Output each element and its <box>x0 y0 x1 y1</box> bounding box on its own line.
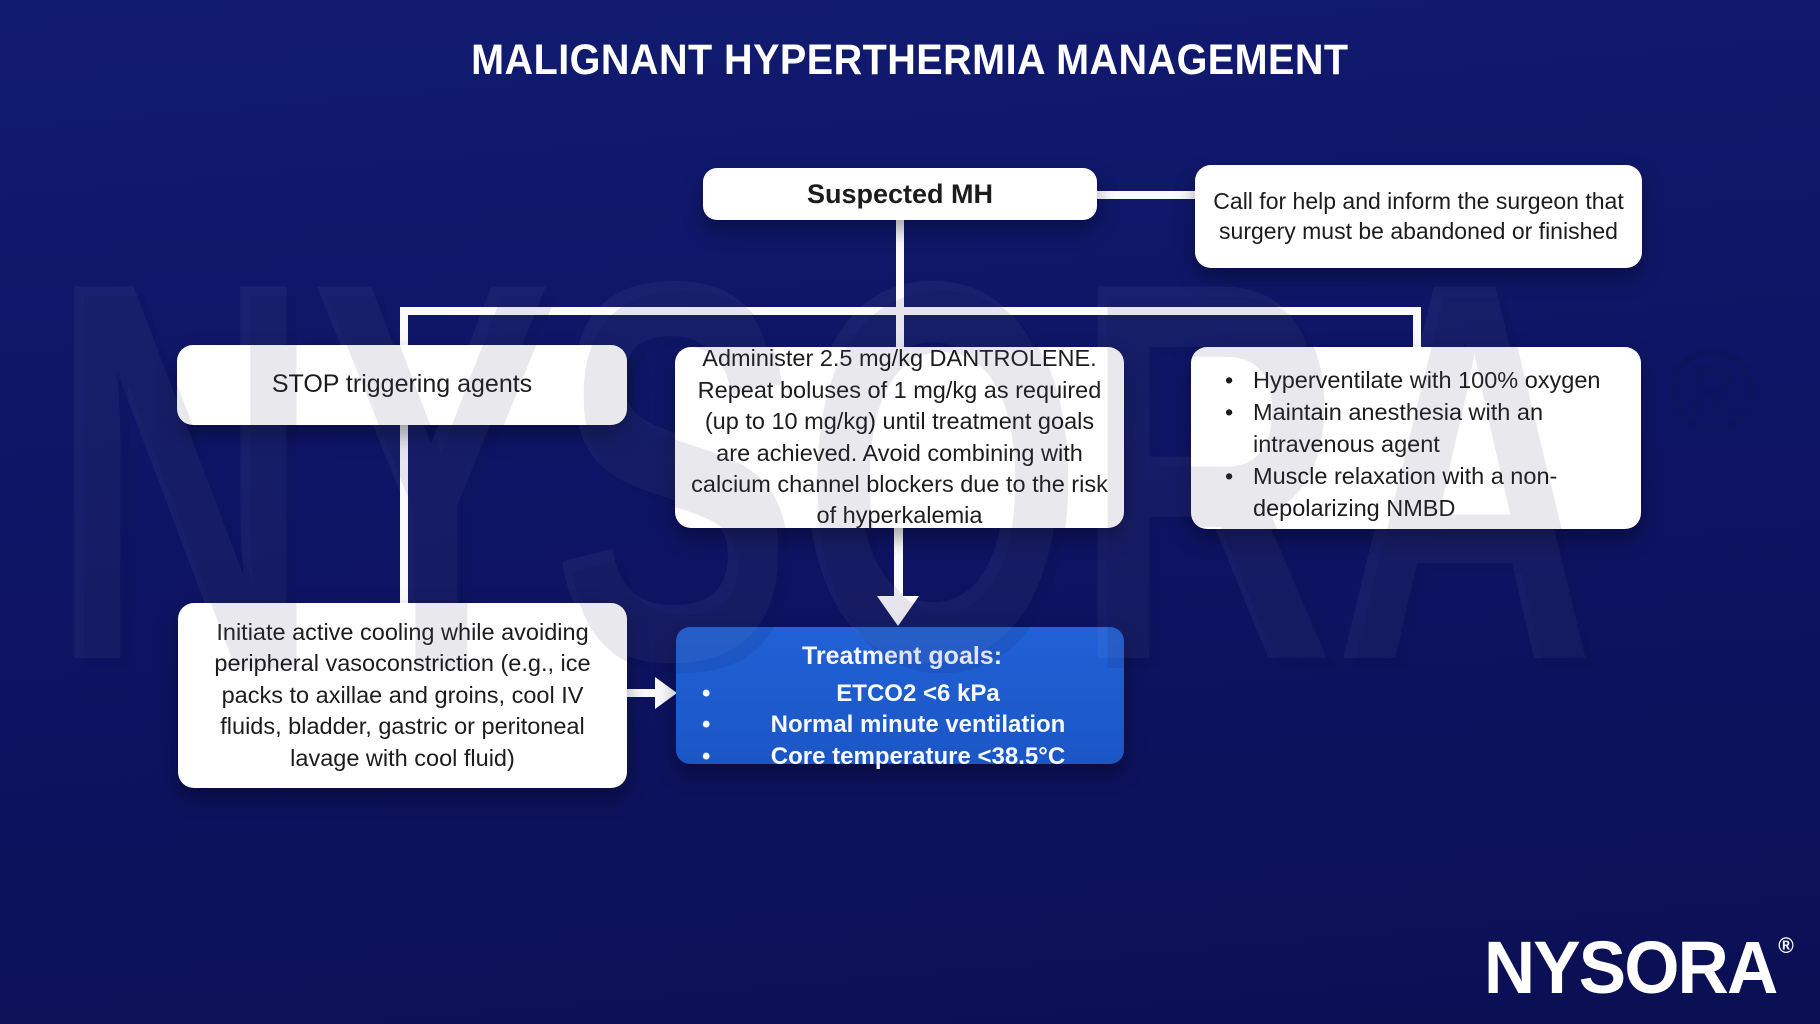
ventilation-bullet-item: Muscle relaxation with a non-depolarizin… <box>1221 461 1621 524</box>
treatment-goals-bullet-item: Normal minute ventilation <box>698 709 1106 741</box>
connector-branch-right-vertical <box>1413 307 1421 353</box>
suspected-mh-label: Suspected MH <box>806 178 994 209</box>
connector-dantrolene-to-goals-shaft <box>894 526 903 600</box>
ventilation-bullet-item: Hyperventilate with 100% oxygen <box>1221 365 1621 397</box>
ventilation-bullet-item: Maintain anesthesia with an intravenous … <box>1221 397 1621 460</box>
connector-branch-center-vertical <box>896 307 904 353</box>
node-active-cooling: Initiate active cooling while avoiding p… <box>178 603 627 788</box>
nysora-logo-text: NYSORA <box>1484 926 1778 1009</box>
treatment-goals-bullet-list: ETCO2 <6 kPa Normal minute ventilation C… <box>698 678 1106 773</box>
treatment-goals-bullet-item: Core temperature <38.5°C <box>698 741 1106 773</box>
arrowhead-down-icon <box>877 596 919 626</box>
treatment-goals-heading: Treatment goals: <box>801 642 1003 670</box>
call-for-help-text: Call for help and inform the surgeon tha… <box>1213 187 1624 244</box>
arrowhead-right-icon <box>655 677 677 709</box>
connector-branch-left-vertical <box>400 307 408 607</box>
connector-branch-horizontal <box>400 307 1421 315</box>
active-cooling-text: Initiate active cooling while avoiding p… <box>214 618 591 771</box>
node-administer-dantrolene: Administer 2.5 mg/kg DANTROLENE. Repeat … <box>675 345 1124 528</box>
stop-triggering-agents-text: STOP triggering agents <box>271 370 533 399</box>
node-treatment-goals: Treatment goals: ETCO2 <6 kPa Normal min… <box>676 627 1124 772</box>
connector-suspected-to-call <box>1097 191 1197 199</box>
watermark-registered-icon: ® <box>1668 324 1756 458</box>
node-ventilation-measures: Hyperventilate with 100% oxygen Maintain… <box>1191 347 1641 529</box>
administer-dantrolene-text: Administer 2.5 mg/kg DANTROLENE. Repeat … <box>691 345 1108 529</box>
page-title: MALIGNANT HYPERTHERMIA MANAGEMENT <box>0 36 1820 85</box>
treatment-goals-bullet-item: ETCO2 <6 kPa <box>698 678 1106 710</box>
nysora-logo: NYSORA® <box>1484 925 1794 1010</box>
node-stop-triggering-agents: STOP triggering agents <box>177 345 627 425</box>
node-suspected-mh: Suspected MH <box>703 168 1097 220</box>
connector-suspected-down <box>896 219 904 315</box>
connector-cooling-to-goals-shaft <box>627 689 657 697</box>
page-title-text: MALIGNANT HYPERTHERMIA MANAGEMENT <box>471 36 1349 84</box>
node-call-for-help: Call for help and inform the surgeon tha… <box>1195 165 1642 268</box>
registered-trademark-icon: ® <box>1778 933 1794 958</box>
ventilation-bullet-list: Hyperventilate with 100% oxygen Maintain… <box>1221 365 1621 525</box>
